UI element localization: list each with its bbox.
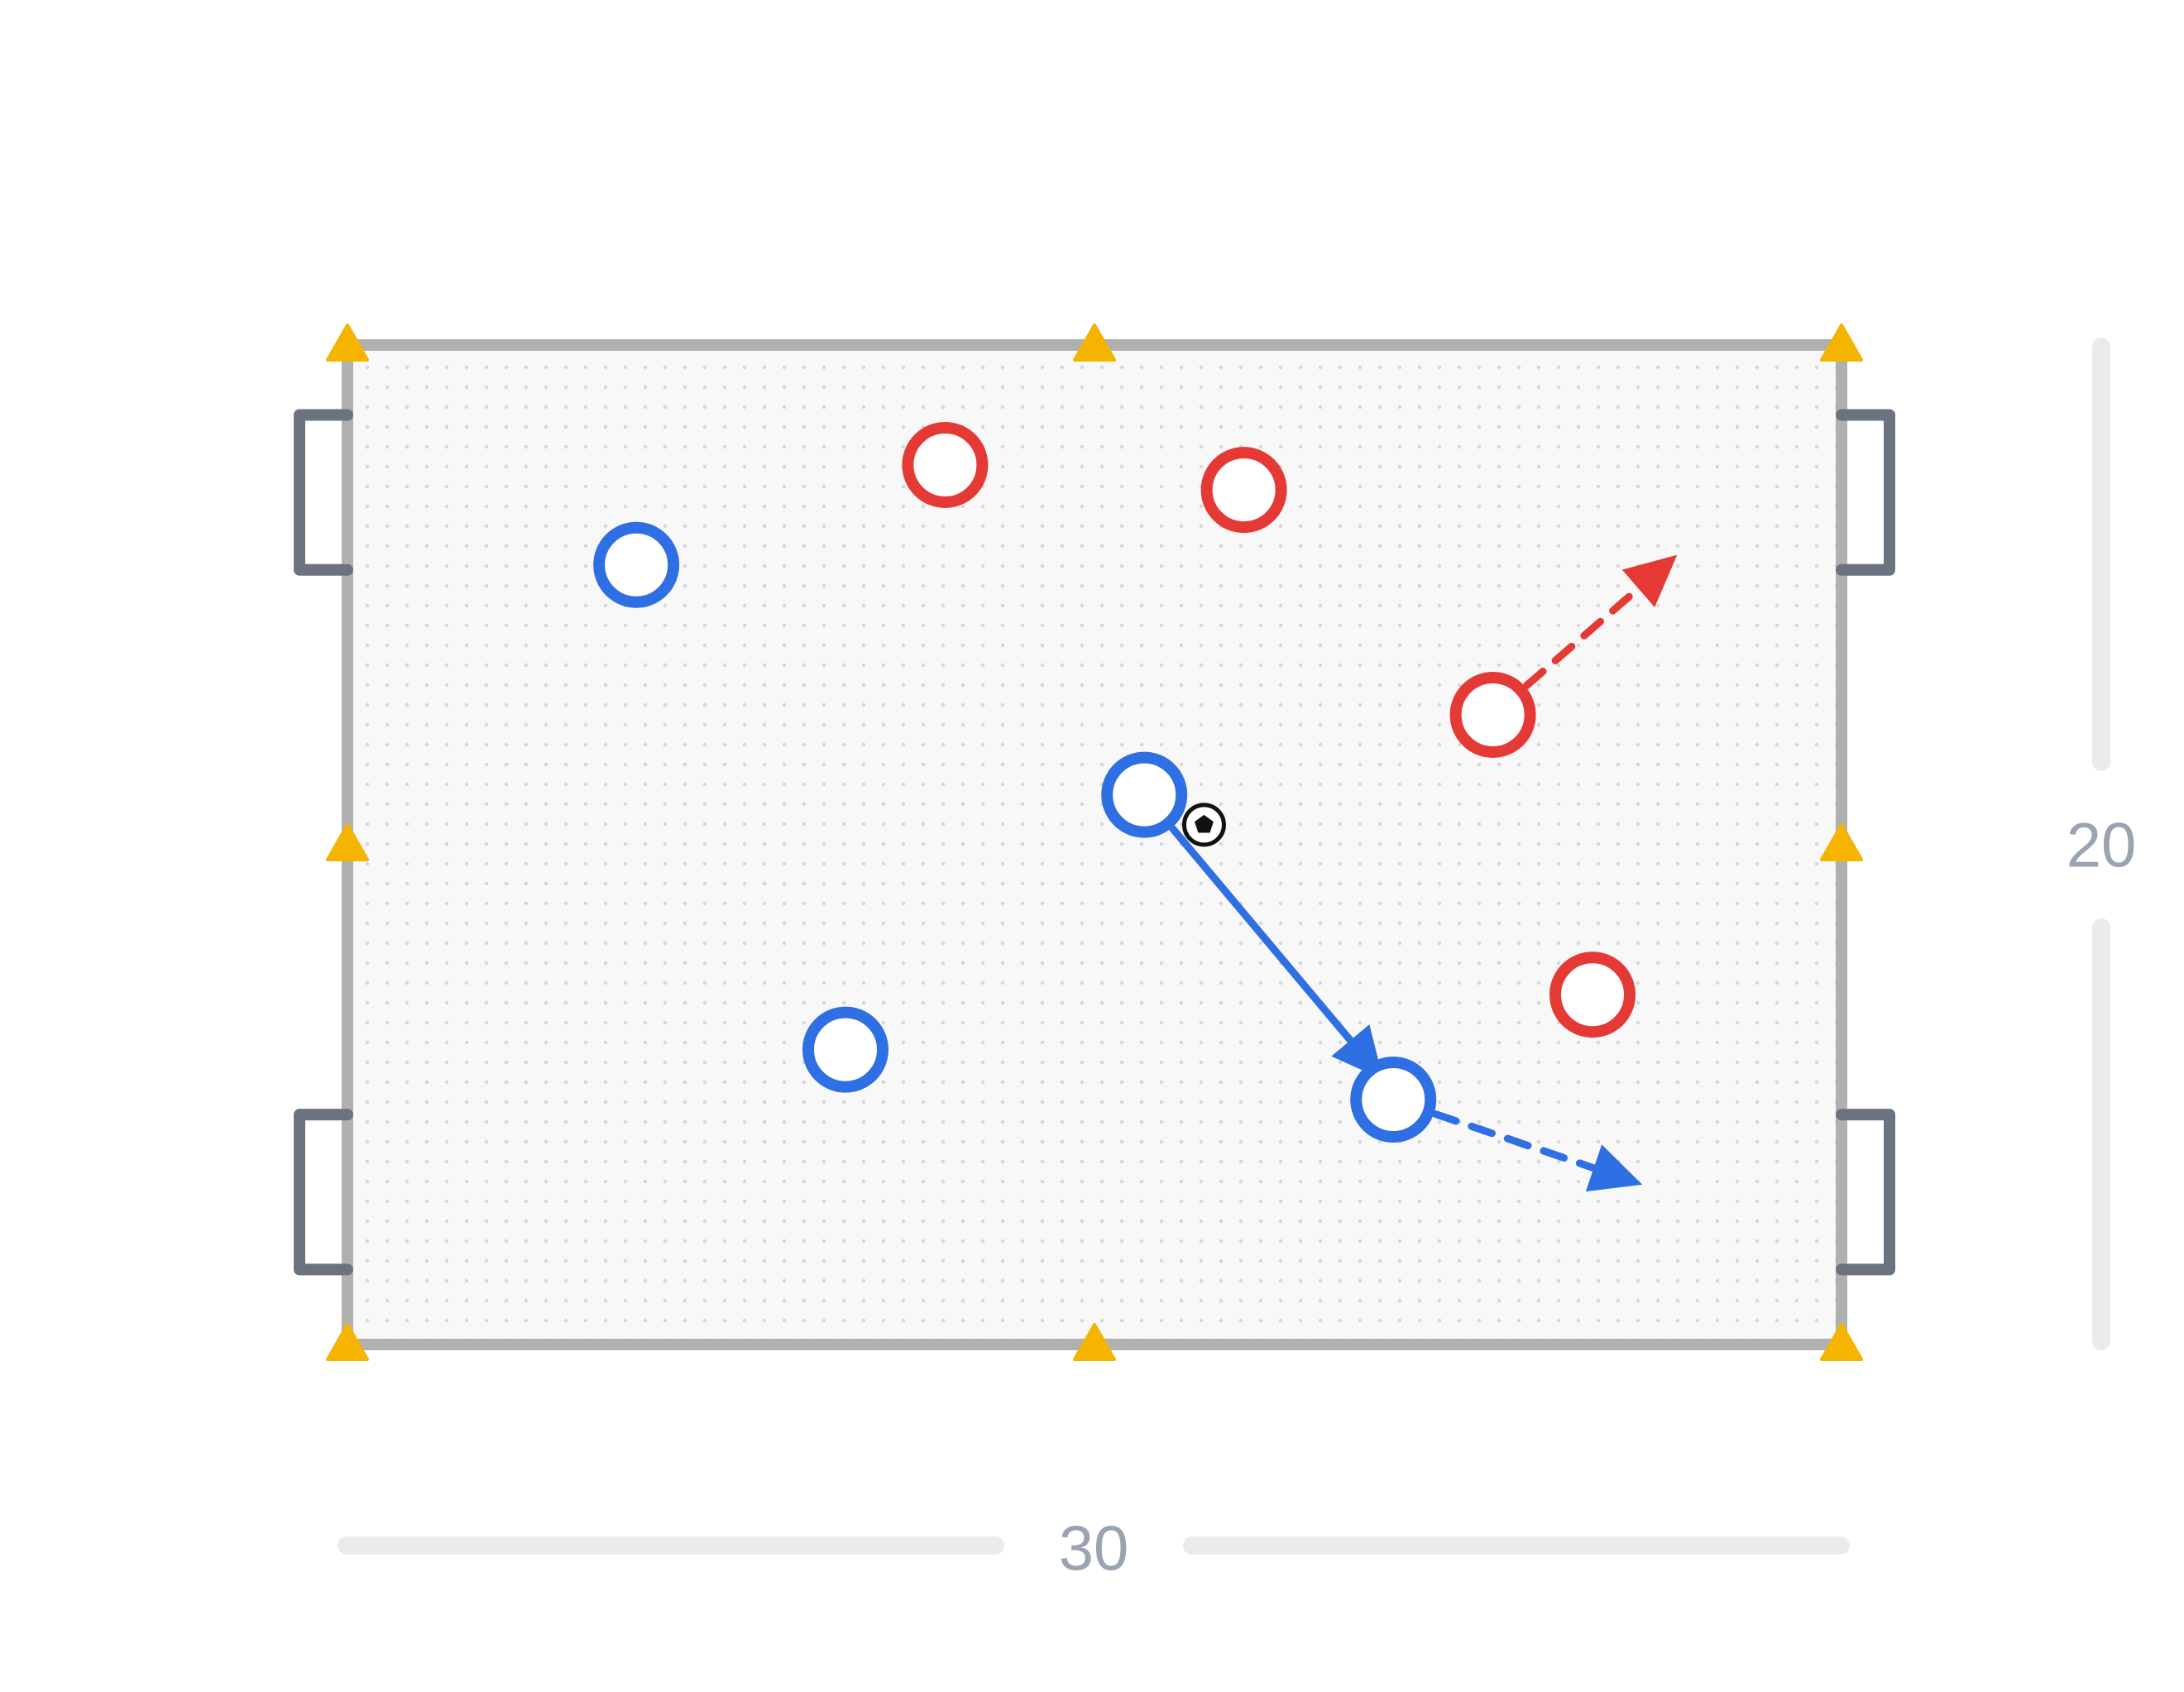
height-dimension-label: 20: [2067, 811, 2137, 881]
goals: [294, 409, 1895, 1276]
blue-run-line-2: [1431, 1110, 1598, 1172]
goal-right-top: [1836, 409, 1895, 576]
goal-left-bottom: [294, 1109, 353, 1276]
height-dimension-bar-top: [2092, 338, 2110, 771]
blue-run-arrowhead-2: [1585, 1144, 1643, 1192]
blue-player-1: [593, 521, 680, 608]
cone-marker-5: [1820, 823, 1863, 861]
width-dimension-bar-left: [338, 1536, 1004, 1555]
ball-pentagon-icon: [1195, 814, 1214, 833]
cone-marker-4: [326, 823, 369, 861]
height-dimension: 20: [2067, 338, 2137, 1350]
blue-player-3: [1101, 751, 1188, 838]
goal-right-bottom: [1836, 1109, 1895, 1276]
red-run-line-3: [1522, 584, 1643, 690]
red-player-2: [1200, 447, 1287, 534]
pitch-dot-grid: [347, 345, 1842, 1344]
cone-marker-7: [1073, 1323, 1116, 1361]
cone-marker-3: [1820, 324, 1863, 362]
cone-marker-2: [1073, 324, 1116, 362]
height-dimension-bar-bottom: [2092, 918, 2110, 1350]
red-run-arrow-3: [1522, 554, 1678, 690]
red-player-4: [1549, 951, 1636, 1038]
cone-marker-8: [1820, 1323, 1863, 1361]
red-run-arrowhead-3: [1621, 554, 1678, 607]
goal-left-top: [294, 409, 353, 576]
red-player-1: [902, 421, 989, 508]
width-dimension-bar-right: [1183, 1536, 1850, 1555]
cone-marker-6: [326, 1323, 369, 1361]
blue-player-4: [1350, 1057, 1437, 1143]
blue-run-arrow-2: [1431, 1110, 1643, 1192]
ball: [1181, 803, 1226, 847]
blue-player-2: [802, 1006, 888, 1093]
cones: [326, 324, 1863, 1361]
red-player-3: [1449, 671, 1536, 758]
width-dimension-label: 30: [1059, 1514, 1129, 1584]
cone-marker-1: [326, 324, 369, 362]
blue-pass-line-1: [1169, 825, 1354, 1044]
width-dimension: 30: [338, 1514, 1850, 1584]
players: [593, 421, 1636, 1143]
